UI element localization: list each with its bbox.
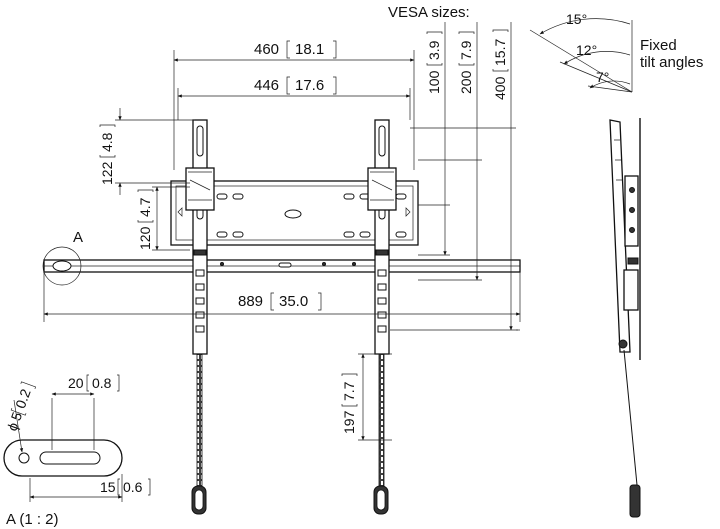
detail-view-a <box>3 392 123 502</box>
side-view <box>529 18 641 518</box>
tilt-heading-line2: tilt angles <box>640 54 703 71</box>
right-arm <box>367 119 397 515</box>
detail-label: A (1 : 2) <box>6 511 59 528</box>
tilt-angle-15: 15° <box>566 11 587 27</box>
dim-120: 120 <box>137 226 153 250</box>
dim-460: 460 <box>254 41 279 58</box>
dim-122-inch: 4.8 <box>99 132 115 152</box>
detail-callout-circle <box>42 246 82 286</box>
dim-120-inch: 4.7 <box>137 197 153 217</box>
dim-122: 122 <box>99 161 115 185</box>
dim-889: 889 <box>238 293 263 310</box>
dimension-lines <box>43 22 521 441</box>
dim-889-inch: 35.0 <box>279 293 308 310</box>
dim-197-inch: 7.7 <box>341 381 357 401</box>
dim-197: 197 <box>341 410 357 434</box>
vesa-200-inch: 7.9 <box>458 40 474 60</box>
vesa-200: 200 <box>458 70 474 94</box>
vesa-400: 400 <box>492 76 508 100</box>
detail-callout-letter: A <box>73 229 83 246</box>
vesa-100: 100 <box>426 70 442 94</box>
tilt-heading-line1: Fixed <box>640 37 677 54</box>
text-labels: VESA sizes: Fixed tilt angles 15° 12° 7°… <box>4 4 704 528</box>
tilt-angle-12: 12° <box>576 42 597 58</box>
vesa-heading: VESA sizes: <box>388 4 470 21</box>
slot-length: 20 <box>68 375 84 391</box>
edge-distance: 15 <box>100 479 116 495</box>
hole-diameter-inch: 0.2 <box>12 387 34 411</box>
tilt-angle-7: 7° <box>596 69 609 85</box>
left-arm <box>185 119 215 515</box>
dim-446: 446 <box>254 77 279 94</box>
front-view <box>42 119 521 515</box>
vesa-100-inch: 3.9 <box>426 40 442 60</box>
edge-distance-inch: 0.6 <box>123 479 143 495</box>
vesa-400-inch: 15.7 <box>492 39 508 66</box>
slot-length-inch: 0.8 <box>92 375 112 391</box>
dim-446-inch: 17.6 <box>295 77 324 94</box>
dim-460-inch: 18.1 <box>295 41 324 58</box>
